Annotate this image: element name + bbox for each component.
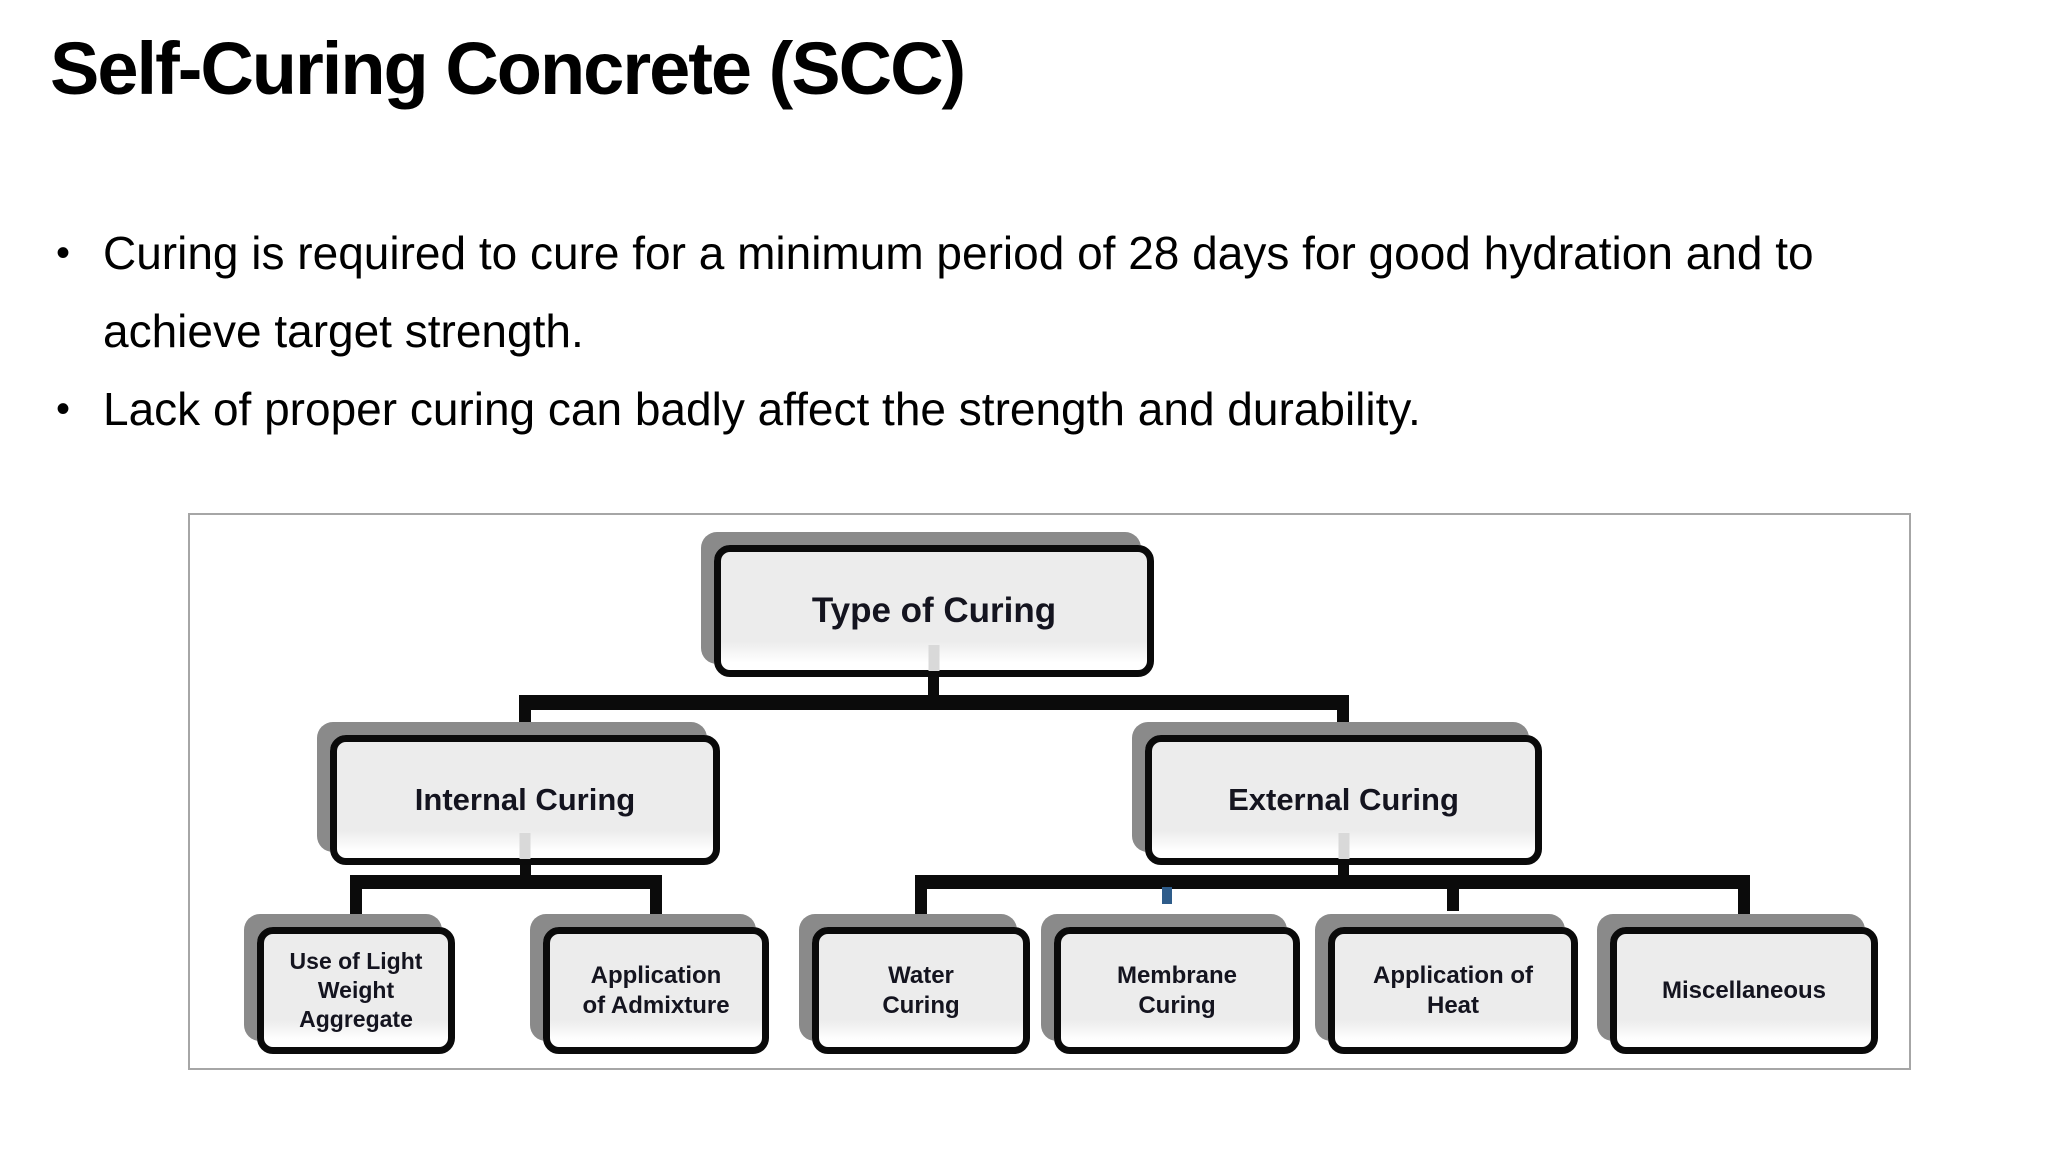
- node-miscellaneous: Miscellaneous: [1610, 927, 1878, 1054]
- connector-inner-stub: [1338, 833, 1349, 859]
- node-label: Membrane Curing: [1116, 961, 1238, 1019]
- node-label: Application of Admixture: [582, 961, 730, 1019]
- connector-external-drop-left: [915, 887, 927, 915]
- node-internal-curing: Internal Curing: [330, 735, 720, 865]
- node-application-of-heat: Application of Heat: [1328, 927, 1578, 1054]
- connector-internal-stub: [520, 863, 531, 877]
- connector-inner-stub: [928, 645, 940, 671]
- page-title: Self-Curing Concrete (SCC): [50, 27, 966, 110]
- connector-internal-drop-left: [350, 887, 362, 915]
- connector-inner-stub: [519, 833, 531, 859]
- node-label: Application of Heat: [1373, 961, 1533, 1019]
- node-type-of-curing: Type of Curing: [714, 545, 1154, 677]
- node-membrane-curing: Membrane Curing: [1054, 927, 1300, 1054]
- connector-level1-drop-right: [1337, 708, 1349, 737]
- connector-external-bar: [915, 875, 1750, 889]
- node-label: Water Curing: [882, 961, 960, 1019]
- node-water-curing: Water Curing: [812, 927, 1030, 1054]
- connector-internal-bar: [350, 875, 662, 889]
- node-label: Miscellaneous: [1661, 976, 1827, 1004]
- connector-external-drop-right: [1738, 887, 1750, 915]
- bullet-list: • Curing is required to cure for a minim…: [56, 214, 1953, 448]
- node-label: Internal Curing: [414, 781, 636, 817]
- connector-external-drop-mid: [1447, 887, 1459, 911]
- bullet-item: • Curing is required to cure for a minim…: [56, 214, 1953, 370]
- curing-types-diagram: Type of Curing Internal Curing External …: [188, 513, 1911, 1070]
- connector-root-stub: [928, 675, 939, 699]
- node-label: External Curing: [1228, 781, 1459, 817]
- connector-external-stub: [1338, 863, 1349, 877]
- connector-external-blue-tick: [1162, 887, 1172, 904]
- bullet-marker: •: [56, 231, 71, 275]
- bullet-item: • Lack of proper curing can badly affect…: [56, 370, 1953, 448]
- connector-level1-bar: [519, 695, 1349, 710]
- bullet-text: Lack of proper curing can badly affect t…: [103, 383, 1421, 435]
- connector-level1-drop-left: [519, 708, 531, 737]
- connector-internal-drop-right: [650, 887, 662, 915]
- node-use-of-light-weight-aggregate: Use of Light Weight Aggregate: [257, 927, 455, 1054]
- node-label: Use of Light Weight Aggregate: [289, 948, 423, 1032]
- node-external-curing: External Curing: [1145, 735, 1542, 865]
- node-label: Type of Curing: [811, 591, 1057, 631]
- bullet-marker: •: [56, 387, 71, 431]
- node-application-of-admixture: Application of Admixture: [543, 927, 769, 1054]
- bullet-text: Curing is required to cure for a minimum…: [103, 227, 1814, 357]
